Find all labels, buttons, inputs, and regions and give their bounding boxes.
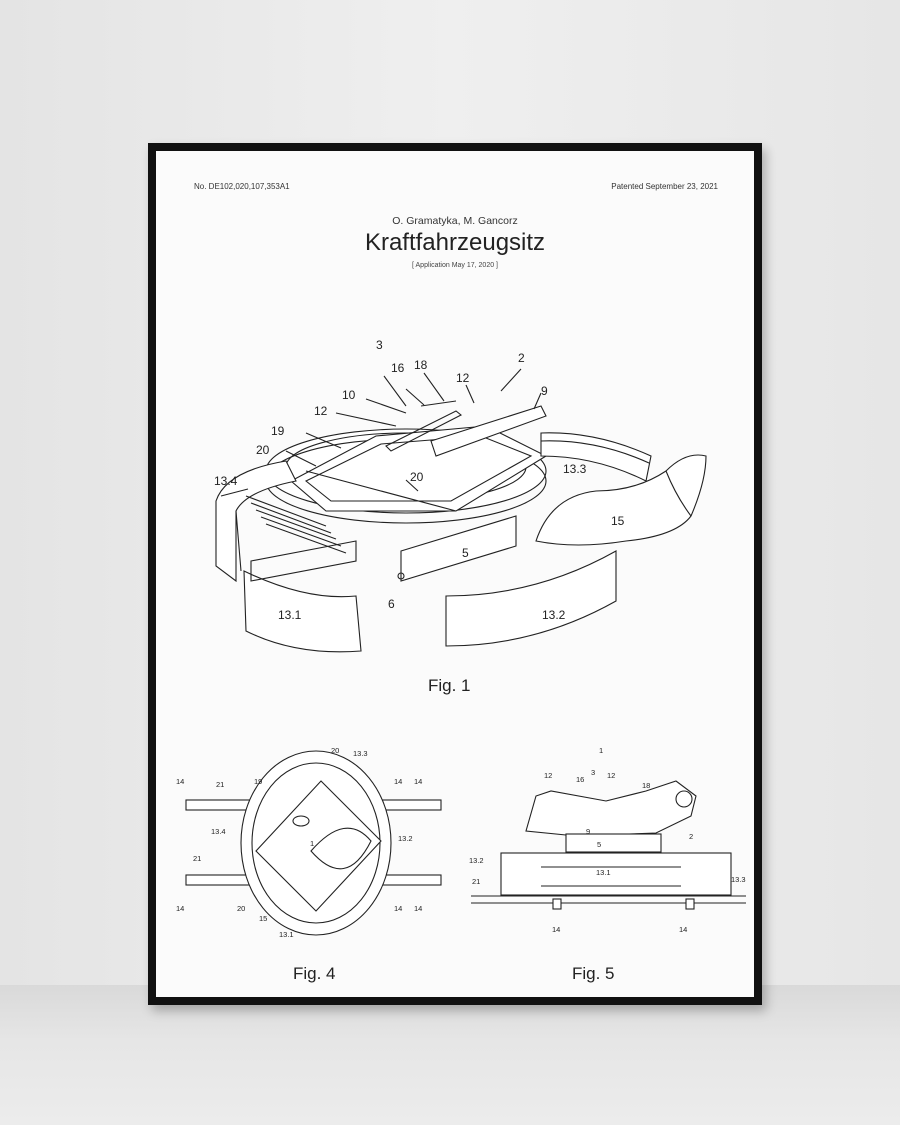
fig1-label: 19: [271, 424, 285, 438]
fig1-label: 10: [342, 388, 356, 402]
segment-13-2: [445, 550, 617, 647]
fig1-label: 20: [256, 443, 270, 457]
fig1-label: 13.3: [563, 462, 587, 476]
fig4-label: 14: [414, 777, 422, 786]
fig5-label: 21: [472, 877, 480, 886]
fig1-label: 12: [314, 404, 328, 418]
fig1-label: 5: [462, 546, 469, 560]
fig4-label: 14: [394, 904, 402, 913]
floor: [0, 985, 900, 1125]
fig4-caption: Fig. 4: [293, 964, 336, 983]
fig5-label: 18: [642, 781, 650, 790]
fig5-label: 14: [679, 925, 687, 934]
fig1-label: 12: [456, 371, 470, 385]
fig1-label: 20: [410, 470, 424, 484]
fig5-label: 2: [689, 832, 693, 841]
fig1-label: 18: [414, 358, 428, 372]
fig5-label: 14: [552, 925, 560, 934]
fig5-label: 13.2: [469, 856, 484, 865]
fig4-label: 21: [216, 780, 224, 789]
rotated-seat: [255, 780, 382, 912]
fig5-label: 16: [576, 775, 584, 784]
fig1-label: 13.1: [278, 608, 302, 622]
fig4-label: 19: [254, 777, 262, 786]
application-date: [ Application May 17, 2020 ]: [412, 262, 498, 269]
figure-1-drawing: 3 16 18 12 2 10 9 12 19 20 13.3 20 13.4 …: [214, 338, 707, 695]
fig1-label: 3: [376, 338, 383, 352]
fig5-label: 5: [597, 840, 601, 849]
fig5-label: 3: [591, 768, 595, 777]
patent-number: No. DE102,020,107,353A1: [194, 182, 290, 191]
fig4-label: 14: [414, 904, 422, 913]
inventors: O. Gramatyka, M. Gancorz: [392, 215, 518, 227]
fig4-label: 15: [259, 914, 267, 923]
fig4-label: 14: [176, 777, 184, 786]
fig4-label: 13.2: [398, 834, 413, 843]
fig4-label: 13.3: [353, 749, 368, 758]
segment-13-4: [215, 460, 347, 583]
segment-13-1: [243, 540, 362, 653]
fig1-label: 2: [518, 351, 525, 365]
fig4-label: 21: [193, 854, 201, 863]
fig4-label: 14: [176, 904, 184, 913]
patent-title: Kraftfahrzeugsitz: [364, 229, 546, 256]
fig1-caption: Fig. 1: [428, 676, 471, 695]
seat-side-view: [471, 780, 746, 910]
fig4-label: 13.4: [211, 827, 226, 836]
fig1-label: 13.4: [214, 474, 238, 488]
cover-15: [535, 454, 707, 546]
fig5-label: 13.1: [596, 868, 611, 877]
plate-5: [397, 515, 517, 582]
fig5-label: 1: [599, 746, 603, 755]
fig4-label: 13.1: [279, 930, 294, 939]
patent-poster: No. DE102,020,107,353A1 Patented Septemb…: [156, 151, 754, 997]
figure-4-drawing: 20 13.3 14 21 19 14 14 13.4 1 13.2 21 14…: [176, 746, 442, 983]
leader-lines: [220, 368, 542, 497]
fig5-label: 9: [586, 827, 590, 836]
fig1-label: 6: [388, 597, 395, 611]
seat-frame: [290, 425, 548, 512]
fig5-label: 13.3: [731, 875, 746, 884]
segment-13-3: [540, 432, 652, 482]
fig5-label: 12: [607, 771, 615, 780]
fig1-label: 16: [391, 361, 405, 375]
fig1-label: 13.2: [542, 608, 566, 622]
fig4-label: 14: [394, 777, 402, 786]
patented-date: Patented September 23, 2021: [611, 182, 718, 191]
rail-bracket: [385, 400, 547, 457]
fig4-label: 20: [331, 746, 339, 755]
fig4-label: 20: [237, 904, 245, 913]
fig1-label: 9: [541, 384, 548, 398]
fig1-label: 15: [611, 514, 625, 528]
fig4-label: 1: [310, 839, 314, 848]
fig5-label: 12: [544, 771, 552, 780]
fig5-caption: Fig. 5: [572, 964, 615, 983]
